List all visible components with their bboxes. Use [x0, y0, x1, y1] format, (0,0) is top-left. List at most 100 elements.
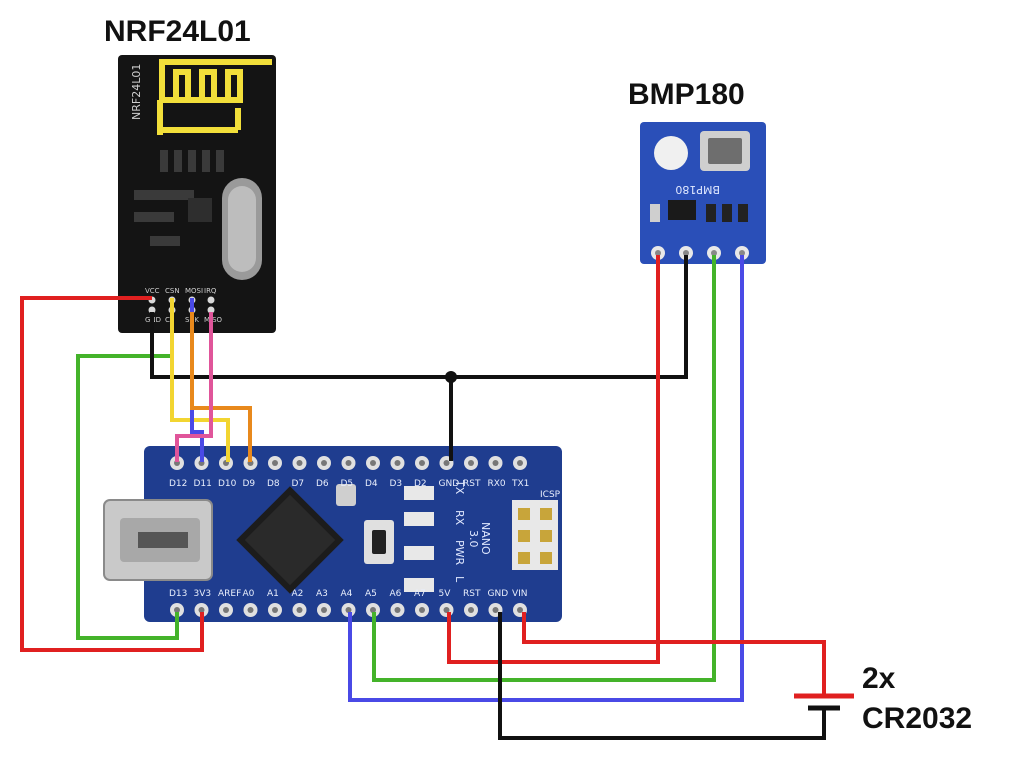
nano-pin-hole [517, 460, 523, 466]
bmp180-module: BMP180 BMP180 [628, 78, 766, 264]
battery-count: 2x [862, 662, 896, 695]
atmega-chip [236, 486, 344, 594]
wire-bmp-vcc-5v [447, 255, 660, 664]
nano-pin-hole [468, 607, 474, 613]
nano-pin-hole [321, 607, 327, 613]
nano-pin-hole [272, 460, 278, 466]
nrf-trace [134, 212, 174, 222]
nano-pin-hole [394, 460, 401, 466]
icsp-label: ICSP [540, 490, 561, 500]
nano-pin-hole [296, 607, 303, 613]
nano-pin-label-a3: A3 [316, 589, 328, 599]
nrf-pin-label-irq: IRQ [204, 287, 217, 295]
nano-pin-hole [443, 460, 450, 466]
nano-pin-hole [247, 607, 254, 613]
nano-pin-label-d10: D10 [218, 479, 237, 489]
wire-vin-battery [522, 612, 826, 696]
nano-pin-hole [296, 460, 303, 466]
nrf-side-text: NRF24L01 [130, 64, 143, 120]
nrf-pin-miso [207, 306, 215, 314]
led-l [404, 578, 434, 592]
icsp-pins [518, 508, 552, 564]
wire-gnd-battery [498, 612, 826, 740]
nrf-trace [174, 150, 182, 172]
nano-pin-hole [419, 607, 425, 613]
nano-pin-hole [198, 607, 205, 613]
battery: 2x CR2032 [794, 662, 972, 735]
nano-crystal [336, 484, 356, 506]
nano-version-text: 3.0 [467, 530, 480, 548]
mini-usb-opening [138, 532, 188, 548]
wire-gnd-bus [150, 255, 688, 379]
bmp-title: BMP180 [628, 78, 745, 111]
nano-pin-hole [370, 607, 376, 613]
led-label-rx: RX [453, 510, 466, 526]
nrf-pin-irq [207, 296, 215, 304]
bmp-sensor-body [708, 138, 742, 164]
bmp-capacitor [650, 204, 660, 222]
led-label-l: L [453, 576, 466, 583]
nano-pin-label-a1: A1 [267, 589, 279, 599]
bmp-resistor [722, 204, 732, 222]
led-tx [404, 486, 434, 500]
bmp-pin-hole [739, 250, 745, 256]
nano-pin-hole [492, 607, 499, 613]
nano-pin-label-gnd: GND [439, 479, 460, 489]
nano-pin-label-a7: A7 [414, 589, 426, 599]
nano-pin-hole [223, 607, 229, 613]
nano-pin-label-a6: A6 [390, 589, 402, 599]
nrf-crystal-highlight [228, 186, 256, 272]
nano-pin-label-d2: D2 [414, 479, 427, 489]
nrf-title: NRF24L01 [104, 15, 251, 48]
nano-pin-label-d5: D5 [341, 479, 354, 489]
wire-miso-d12 [175, 312, 213, 462]
nrf-trace [134, 190, 194, 200]
wire-sck-d9 [190, 312, 252, 462]
nano-pin-label-d4: D4 [365, 479, 378, 489]
nano-pin-label-rst: RST [463, 479, 481, 489]
bmp-resistor [738, 204, 748, 222]
wire-bmp-sda-a4 [372, 255, 716, 682]
nrf-trace [160, 150, 168, 172]
nano-pin-label-d3: D3 [390, 479, 403, 489]
nano-pin-label-rst: RST [463, 589, 481, 599]
wire-vcc-3v3 [20, 296, 204, 652]
bmp-board-text: BMP180 [675, 183, 720, 196]
bmp-resistor [706, 204, 716, 222]
nano-pin-hole [345, 607, 352, 613]
nrf-pin-label-ce: CE [165, 316, 174, 324]
nrf-pin-label-miso: MISO [204, 316, 223, 324]
bmp-pin-hole [683, 250, 689, 256]
nano-pin-label-3v3: 3V3 [194, 589, 212, 599]
nano-pin-label-rx0: RX0 [488, 479, 506, 489]
wires [20, 255, 826, 740]
nrf-pin-label-csn: CSN [165, 287, 180, 295]
nrf-trace [216, 150, 224, 172]
bmp-mount-hole [654, 136, 688, 170]
nano-text: NANO [479, 522, 492, 555]
nano-pin-label-gnd: GND [488, 589, 509, 599]
nano-pin-label-a2: A2 [292, 589, 304, 599]
nano-pin-label-a5: A5 [365, 589, 377, 599]
nano-pin-label-d6: D6 [316, 479, 329, 489]
nano-pin-hole [394, 607, 401, 613]
nano-pin-hole [321, 460, 327, 466]
bmp-regulator [668, 200, 696, 220]
nrf-trace [202, 150, 210, 172]
wire-bmp-scl-a5 [348, 255, 744, 702]
nano-pin-hole [174, 607, 180, 613]
nano-pin-label-d9: D9 [243, 479, 256, 489]
nano-board [144, 446, 562, 622]
nano-pin-label-tx1: TX1 [511, 479, 529, 489]
nano-pin-label-d12: D12 [169, 479, 187, 489]
nrf-trace [188, 150, 196, 172]
nano-pin-hole [468, 460, 474, 466]
nrf-chip [188, 198, 212, 222]
nrf-pin-gnd [148, 306, 156, 314]
nano-pin-label-vin: VIN [512, 589, 528, 599]
nano-pin-label-aref: AREF [218, 589, 241, 599]
led-label-pwr: PWR [453, 540, 466, 566]
